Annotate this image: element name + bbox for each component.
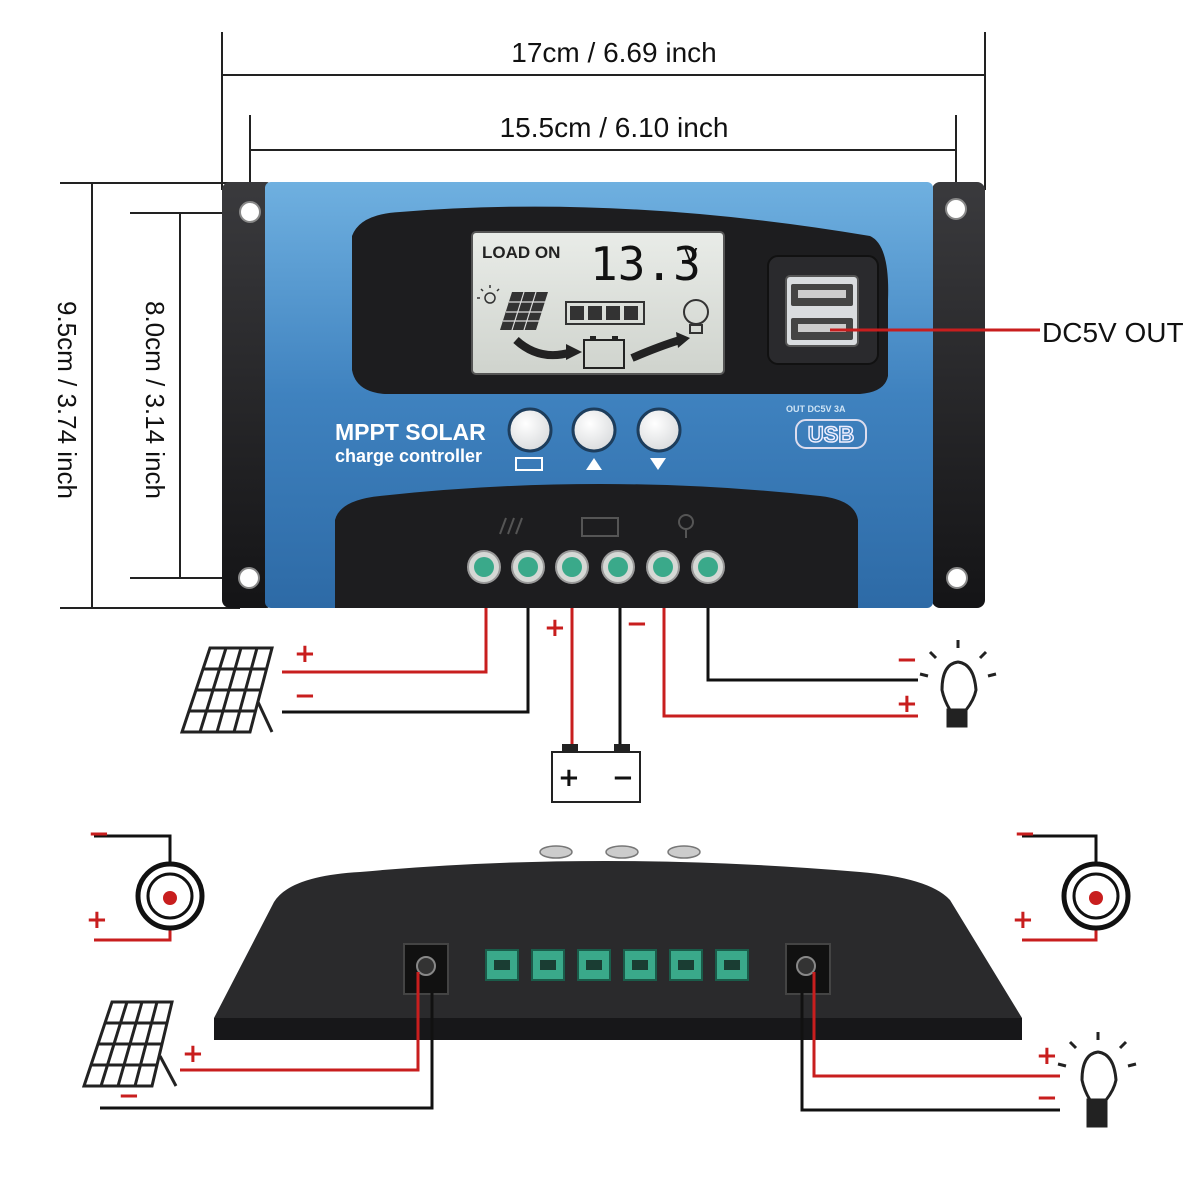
terminal-symbols xyxy=(499,514,694,538)
usb-label-badge xyxy=(795,419,867,449)
lcd-battery-icon xyxy=(583,336,625,369)
lcd-bulb-icon xyxy=(683,299,709,334)
lcd-solar-panel-icon xyxy=(500,291,548,331)
menu-icon xyxy=(515,457,543,471)
usb-rating: OUT DC5V 3A xyxy=(786,404,846,414)
usb-label: USB xyxy=(808,422,854,447)
right-jack-minus-sign: − xyxy=(1014,819,1036,849)
front-wiring xyxy=(282,608,918,748)
battery-icon xyxy=(551,744,641,803)
left-jack-minus-sign: − xyxy=(88,819,110,849)
dim-hole-height: 8.0cm / 3.14 inch xyxy=(140,301,170,499)
load-minus-sign: − xyxy=(896,645,918,675)
down-arrow-icon xyxy=(650,458,666,470)
right-jack-plus-sign: + xyxy=(1012,905,1034,935)
dim-overall-height: 9.5cm / 3.74 inch xyxy=(52,301,82,499)
battery-plus-sign: + xyxy=(558,763,580,793)
side-solar-panel-icon xyxy=(81,1000,178,1088)
side-housing xyxy=(214,861,1022,1040)
side-terminal-block xyxy=(485,949,749,981)
side-pv-minus-sign: − xyxy=(118,1081,140,1111)
lcd-status: LOAD ON xyxy=(482,243,560,262)
controller-side-view xyxy=(214,845,1022,1040)
left-jack-plus-sign: + xyxy=(86,905,108,935)
down-button[interactable] xyxy=(636,407,682,453)
side-light-bulb-icon xyxy=(1057,1032,1137,1128)
menu-button[interactable] xyxy=(507,407,553,453)
batt-plus-sign: + xyxy=(544,613,566,643)
pv-plus-sign: + xyxy=(294,639,316,669)
up-arrow-icon xyxy=(586,458,602,470)
right-rail xyxy=(932,182,985,608)
lcd-voltage: 13.3 xyxy=(590,237,701,291)
brand-subtitle: charge controller xyxy=(335,446,482,466)
side-load-plus-sign: + xyxy=(1036,1041,1058,1071)
side-pv-plus-sign: + xyxy=(182,1039,204,1069)
lcd-battery-level-icon xyxy=(565,301,645,325)
sun-icon xyxy=(477,285,500,304)
brand-title: MPPT SOLAR xyxy=(335,419,486,445)
dc-out-label: DC5V OUT xyxy=(1042,317,1184,348)
dim-overall-width: 17cm / 6.69 inch xyxy=(511,37,716,68)
terminal-bezel xyxy=(335,484,858,608)
battery-minus-sign: − xyxy=(612,763,634,793)
dim-hole-width: 15.5cm / 6.10 inch xyxy=(500,112,729,143)
load-plus-sign: + xyxy=(896,689,918,719)
left-rail xyxy=(222,182,274,608)
solar-panel-icon xyxy=(179,646,274,734)
dimension-lines xyxy=(60,32,986,609)
up-button[interactable] xyxy=(571,407,617,453)
lcd-unit: V xyxy=(684,245,698,267)
controller-front-view: LOAD ON 13.3 V xyxy=(222,182,985,608)
light-bulb-icon xyxy=(919,640,997,728)
pv-minus-sign: − xyxy=(294,681,316,711)
terminal-block xyxy=(467,550,725,584)
discharge-arrow-icon xyxy=(630,336,682,362)
side-load-minus-sign: − xyxy=(1036,1083,1058,1113)
dc-connector-icon xyxy=(135,861,1131,931)
mount-hole-icon xyxy=(238,198,968,589)
batt-minus-sign: − xyxy=(626,609,648,639)
